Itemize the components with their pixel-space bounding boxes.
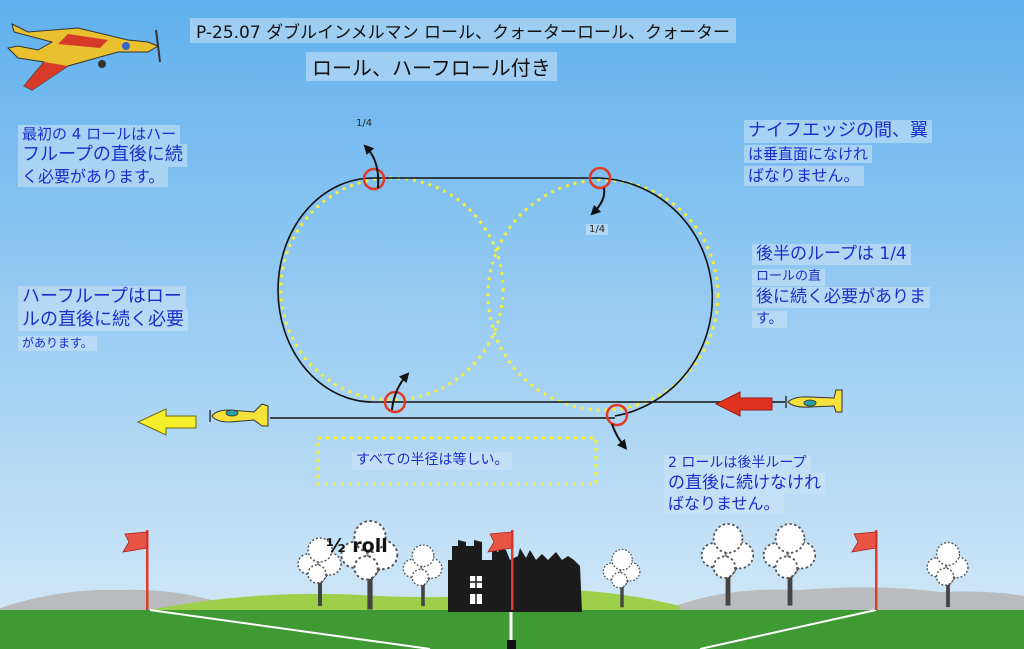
note-line: があります。 (18, 336, 97, 351)
airplane-icon (785, 389, 843, 413)
radius-note-box (316, 436, 598, 486)
note-line: ロールの直 (752, 269, 826, 286)
arrow-icon (391, 372, 410, 411)
figure-title-line2: ロール、ハーフロール付き (306, 52, 557, 81)
airplane-icon (209, 403, 269, 427)
note-line: ばなりません。 (664, 493, 784, 514)
note-line: ルの直後に続く必要 (18, 308, 188, 331)
note-line: く必要があります。 (18, 166, 169, 187)
roll-marker-bottom (605, 403, 629, 427)
quarter-roll-label-top: 1/4 (356, 118, 373, 129)
radius-note: すべての半径は等しい。 (352, 452, 513, 470)
note-line: ばなりません。 (744, 166, 864, 186)
entry-arrow-icon (714, 391, 773, 417)
radius-note-text: すべての半径は等しい。 (352, 452, 513, 470)
note-line: は垂直面になけれ (744, 144, 873, 164)
note-line: 後に続く必要がありま (752, 286, 930, 308)
roll-marker-quarter-top (362, 167, 386, 191)
field-line-right (699, 609, 877, 649)
note-line: ナイフエッジの間、翼 (744, 120, 932, 143)
reference-circle-right (486, 178, 720, 412)
note-line: 2 ロールは後半ループ (664, 455, 811, 473)
note-line: の直後に続けなけれ (664, 472, 825, 494)
note-mid-right: 後半のループは 1/4 ロールの直 後に続く必要がありま す。 (752, 244, 930, 329)
hill-right (660, 587, 1024, 612)
note-line: 後半のループは 1/4 (752, 244, 911, 266)
castle-icon (448, 540, 582, 612)
arrow-icon (363, 144, 380, 189)
half-roll-label: ½ roll (326, 535, 388, 557)
figure-title-line1: P-25.07 ダブルインメルマン ロール、クォーターロール、クォーター (190, 18, 736, 43)
note-line: ハーフループはロー (18, 286, 186, 309)
note-line: 最初の 4 ロールはハー (18, 125, 181, 144)
flight-path-loop (277, 177, 714, 417)
note-line: す。 (752, 310, 787, 329)
roll-marker-quarter-top-right (588, 166, 612, 190)
quarter-roll-label-mid: 1/4 (586, 224, 609, 235)
note-top-left: 最初の 4 ロールはハー フループの直後に続 く必要があります。 (18, 124, 187, 187)
note-bottom-right: 2 ロールは後半ループ の直後に続けなけれ ばなりません。 (664, 452, 825, 514)
roll-marker-half (383, 390, 407, 414)
note-mid-left: ハーフループはロー ルの直後に続く必要 があります。 (18, 286, 188, 354)
note-top-right: ナイフエッジの間、翼 は垂直面になけれ ばなりません。 (744, 120, 932, 188)
judge-marker (507, 640, 516, 649)
airplane-icon (6, 23, 161, 91)
exit-arrow-icon (136, 408, 197, 436)
field-line-left (149, 609, 431, 649)
note-line: フループの直後に続 (18, 144, 187, 167)
arrow-icon (590, 187, 606, 216)
arrow-icon (611, 423, 628, 450)
